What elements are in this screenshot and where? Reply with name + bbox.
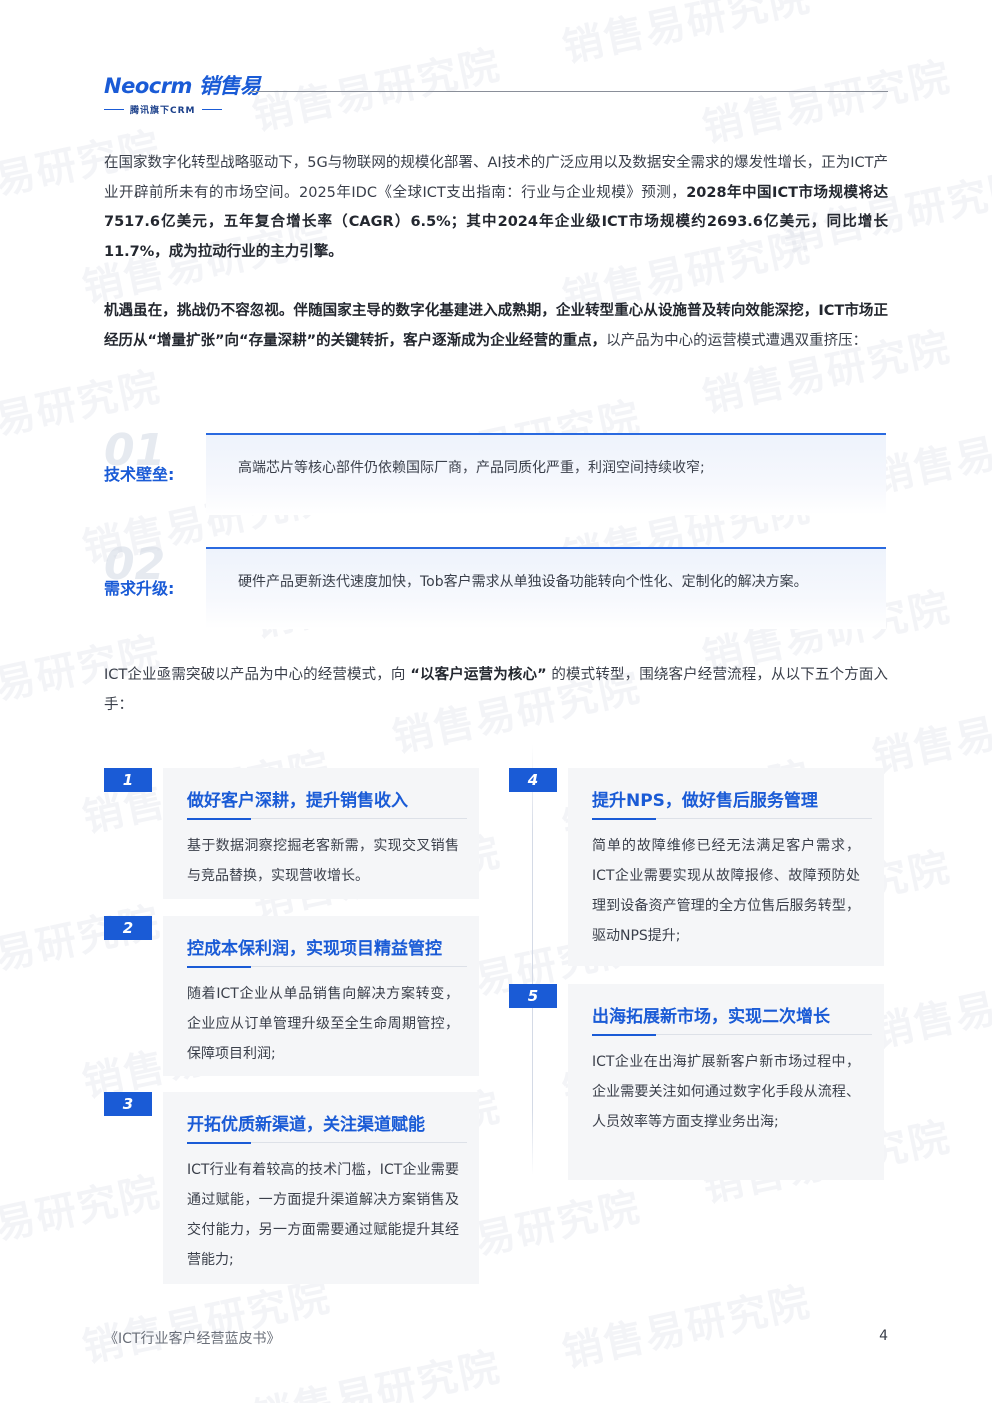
challenge-item: 02 需求升级: 硬件产品更新迭代速度加快，Tob客户需求从单独设备功能转向个性…	[104, 539, 888, 629]
card-title: 做好客户深耕，提升销售收入	[187, 791, 408, 811]
logo-subline: 腾讯旗下CRM	[104, 103, 254, 116]
intro-paragraph-2: 机遇虽在，挑战仍不容忽视。伴随国家主导的数字化基建进入成熟期，企业转型重心从设施…	[104, 297, 888, 356]
challenge-item: 01 技术壁垒: 高端芯片等核心部件仍依赖国际厂商，产品同质化严重，利润空间持续…	[104, 425, 888, 515]
card-title: 开拓优质新渠道，关注渠道赋能	[187, 1115, 425, 1135]
card-title-accent	[592, 818, 656, 820]
brand-logo: Neocrm 销售易 腾讯旗下CRM	[104, 70, 261, 116]
intro-p2-text: 以产品为中心的运营模式遭遇双重挤压：	[606, 332, 868, 349]
card-title-accent	[592, 1034, 656, 1036]
card-body: 随着ICT企业从单品销售向解决方案转变，企业应从订单管理升级至全生命周期管控，保…	[187, 986, 459, 1062]
logo-line-left	[104, 109, 124, 110]
card-number-badge: 1	[104, 768, 152, 792]
logo-tagline: 腾讯旗下CRM	[130, 106, 196, 116]
card-number-badge: 3	[104, 1092, 152, 1116]
card-body: ICT行业有着较高的技术门槛，ICT企业需要通过赋能，一方面提升渠道解决方案销售…	[187, 1162, 459, 1268]
card-number-badge: 5	[509, 984, 557, 1008]
card-title-rule	[251, 818, 467, 819]
card-body: 简单的故障维修已经无法满足客户需求，ICT企业需要实现从故障报修、故障预防处理到…	[592, 838, 860, 944]
intro-paragraph-1: 在国家数字化转型战略驱动下，5G与物联网的规模化部署、AI技术的广泛应用以及数据…	[104, 149, 888, 267]
intro-p2-highlight: 机遇虽在，挑战仍不容忽视。伴随国家主导的数字化基建进入成熟期，企业转型重心从设施…	[104, 303, 888, 349]
watermark: 销售易研究院	[868, 959, 992, 1057]
card-title: 提升NPS，做好售后服务管理	[592, 791, 818, 811]
watermark: 销售易研究院	[558, 1279, 815, 1377]
header-divider	[250, 91, 888, 92]
challenge-text: 硬件产品更新迭代速度加快，Tob客户需求从单独设备功能转向个性化、定制化的解决方…	[238, 574, 808, 590]
card-title-rule	[656, 1034, 872, 1035]
card-title-accent	[187, 966, 251, 968]
challenge-label: 技术壁垒:	[104, 465, 175, 484]
card-title: 出海拓展新市场，实现二次增长	[592, 1007, 830, 1027]
card-body: 基于数据洞察挖掘老客新需，实现交叉销售与竞品替换，实现营收增长。	[187, 838, 459, 884]
watermark: 销售易研究院	[0, 1169, 165, 1267]
challenge-number: 01	[104, 425, 166, 476]
transition-highlight: “以客户运营为核心”	[410, 667, 547, 683]
challenge-number: 02	[104, 539, 166, 590]
logo-wordmark: Neocrm 销售易	[104, 74, 261, 98]
timeline-line	[532, 745, 533, 1175]
challenge-label: 需求升级:	[104, 579, 175, 598]
strategy-card: 提升NPS，做好售后服务管理 简单的故障维修已经无法满足客户需求，ICT企业需要…	[568, 768, 884, 966]
strategy-card: 控成本保利润，实现项目精益管控 随着ICT企业从单品销售向解决方案转变，企业应从…	[163, 916, 479, 1076]
card-title-rule	[251, 966, 467, 967]
watermark: 销售易研究院	[0, 899, 165, 997]
card-title-rule	[251, 1142, 467, 1143]
page-number: 4	[879, 1328, 888, 1344]
strategy-card: 做好客户深耕，提升销售收入 基于数据洞察挖掘老客新需，实现交叉销售与竞品替换，实…	[163, 768, 479, 899]
challenge-box: 硬件产品更新迭代速度加快，Tob客户需求从单独设备功能转向个性化、定制化的解决方…	[206, 547, 886, 629]
strategy-card: 开拓优质新渠道，关注渠道赋能 ICT行业有着较高的技术门槛，ICT企业需要通过赋…	[163, 1092, 479, 1284]
logo-line-right	[201, 109, 222, 110]
card-number-badge: 4	[509, 768, 557, 792]
watermark: 销售易研究院	[248, 42, 505, 140]
strategy-card: 出海拓展新市场，实现二次增长 ICT企业在出海扩展新客户新市场过程中，企业需要关…	[568, 984, 884, 1180]
footer-doc-title: 《ICT行业客户经营蓝皮书》	[104, 1331, 281, 1347]
watermark: 销售易研究院	[558, 0, 815, 72]
card-title: 控成本保利润，实现项目精益管控	[187, 939, 442, 959]
watermark: 销售易研究院	[248, 1344, 505, 1403]
transition-text-1: ICT企业亟需突破以产品为中心的经营模式，向	[104, 667, 411, 683]
intro-p1-highlight: 2028年中国ICT市场规模将达7517.6亿美元，五年复合增长率（CAGR）6…	[104, 184, 888, 260]
transition-text-2: 的模式转型，围绕客户经营流程，从以下五个方面入手：	[104, 667, 888, 713]
transition-paragraph: ICT企业亟需突破以产品为中心的经营模式，向 “以客户运营为核心” 的模式转型，…	[104, 661, 888, 720]
challenge-box: 高端芯片等核心部件仍依赖国际厂商，产品同质化严重，利润空间持续收窄;	[206, 433, 886, 515]
intro-p1-text: 在国家数字化转型战略驱动下，5G与物联网的规模化部署、AI技术的广泛应用以及数据…	[104, 155, 888, 201]
card-body: ICT企业在出海扩展新客户新市场过程中，企业需要关注如何通过数字化手段从流程、人…	[592, 1054, 860, 1130]
card-title-rule	[656, 818, 872, 819]
watermark: 销售易研究院	[698, 54, 955, 152]
card-title-accent	[187, 1142, 251, 1144]
challenge-text: 高端芯片等核心部件仍依赖国际厂商，产品同质化严重，利润空间持续收窄;	[238, 460, 705, 476]
card-title-accent	[187, 818, 251, 820]
card-number-badge: 2	[104, 916, 152, 940]
